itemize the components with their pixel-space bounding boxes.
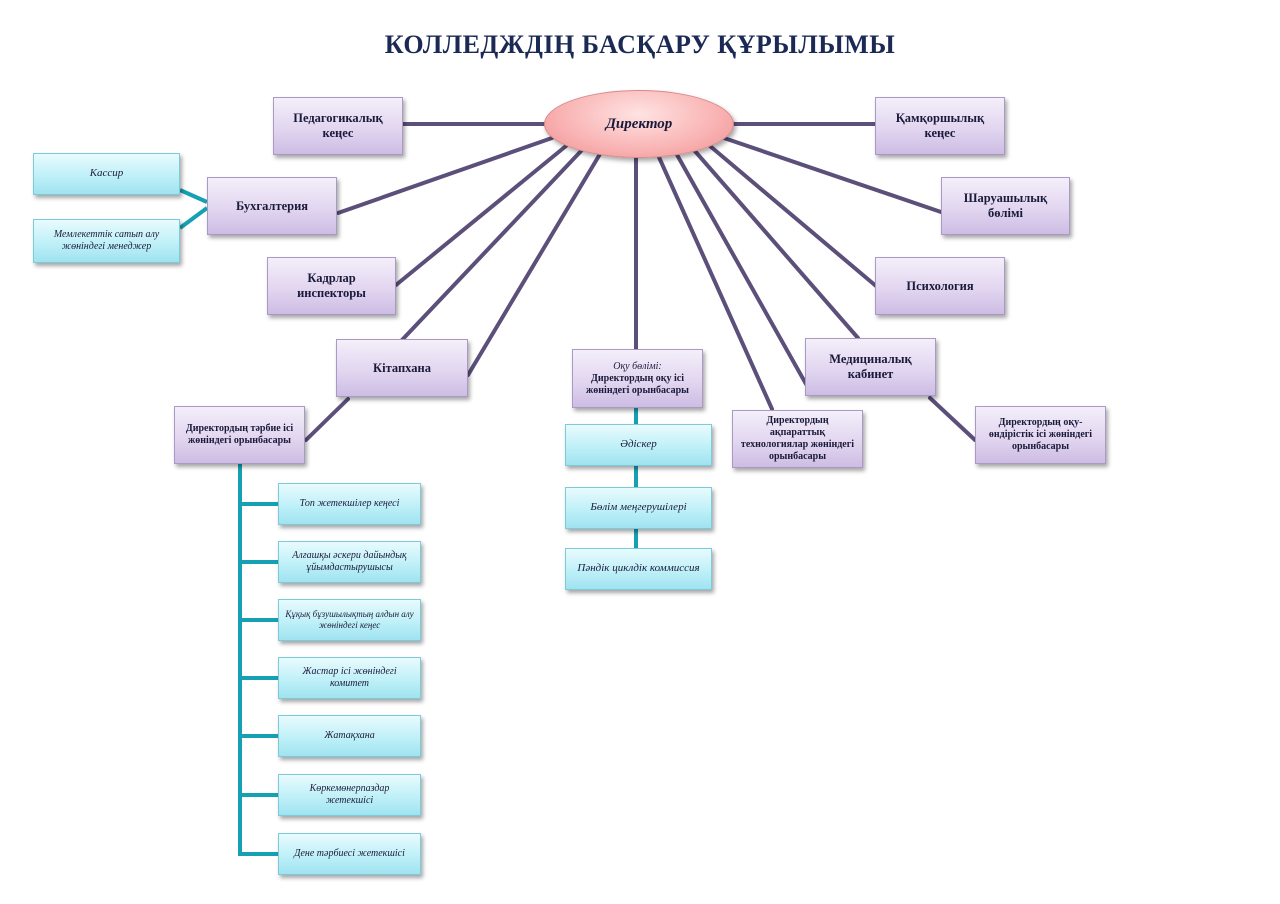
economic-dept-box: Шаруашылық бөлімі [941,177,1070,235]
psychology-box: Психология [875,257,1005,315]
deputy-production-box: Директордың оқу-өндірістік ісі жөніндегі… [975,406,1106,464]
academic-deputy-label: Директордың оқу ісі жөніндегі орынбасары [586,372,689,396]
line-director-medical-b [692,148,860,340]
pe-leader-box: Дене тәрбиесі жетекшісі [278,833,421,875]
deputy-it-box: Директордың ақпараттық технологиялар жөн… [732,410,863,468]
pedagogical-council-box: Педагогикалық кеңес [273,97,403,155]
department-heads-box: Бөлім меңгерушілері [565,487,712,529]
library-box: Кітапхана [336,339,468,397]
line-director-psychology [708,144,878,288]
academic-dept-label: Оқу бөлімі: [613,360,662,372]
accounting-box: Бухгалтерия [207,177,337,235]
director-node: Директор [544,90,734,158]
academic-dept-box: Оқу бөлімі: Директордың оқу ісі жөніндег… [572,349,703,408]
methodist-box: Әдіскер [565,424,712,466]
line-medical-deputy-production [928,396,977,442]
line-director-hr [394,144,568,287]
line-director-library-b [466,152,602,377]
line-accounting-cashier [179,188,208,204]
art-leader-box: Көркемөнерпаздар жетекшісі [278,774,421,816]
military-training-box: Алғашқы әскери дайындық ұйымдастырушысы [278,541,421,583]
line-director-accounting [336,136,554,215]
trustee-council-box: Қамқоршылық кеңес [875,97,1005,155]
line-library-deputy-education [304,397,350,442]
line-director-library-a [400,148,584,342]
hr-inspector-box: Кадрлар инспекторы [267,257,396,315]
line-director-medical-a [674,151,808,386]
subject-commission-box: Пәндік циклдік коммиссия [565,548,712,590]
medical-office-box: Медициналық кабинет [805,338,936,396]
deputy-education-box: Директордың тәрбие ісі жөніндегі орынбас… [174,406,305,464]
dormitory-box: Жатақхана [278,715,421,757]
crime-prevention-council-box: Құқық бұзушылықтың алдын алу жөніндегі к… [278,599,421,641]
procurement-manager-box: Мемлекеттік сатып алу жөніндегі менеджер [33,219,180,263]
cashier-box: Кассир [33,153,180,195]
line-director-economic [722,136,943,214]
group-leaders-council-box: Топ жетекшілер кеңесі [278,483,421,525]
diagram-title: КОЛЛЕДЖДІҢ БАСҚАРУ ҚҰРЫЛЫМЫ [384,30,896,59]
line-director-deputy-it [656,153,774,411]
youth-committee-box: Жастар ісі жөніндегі комитет [278,657,421,699]
line-accounting-procurement [178,206,209,230]
